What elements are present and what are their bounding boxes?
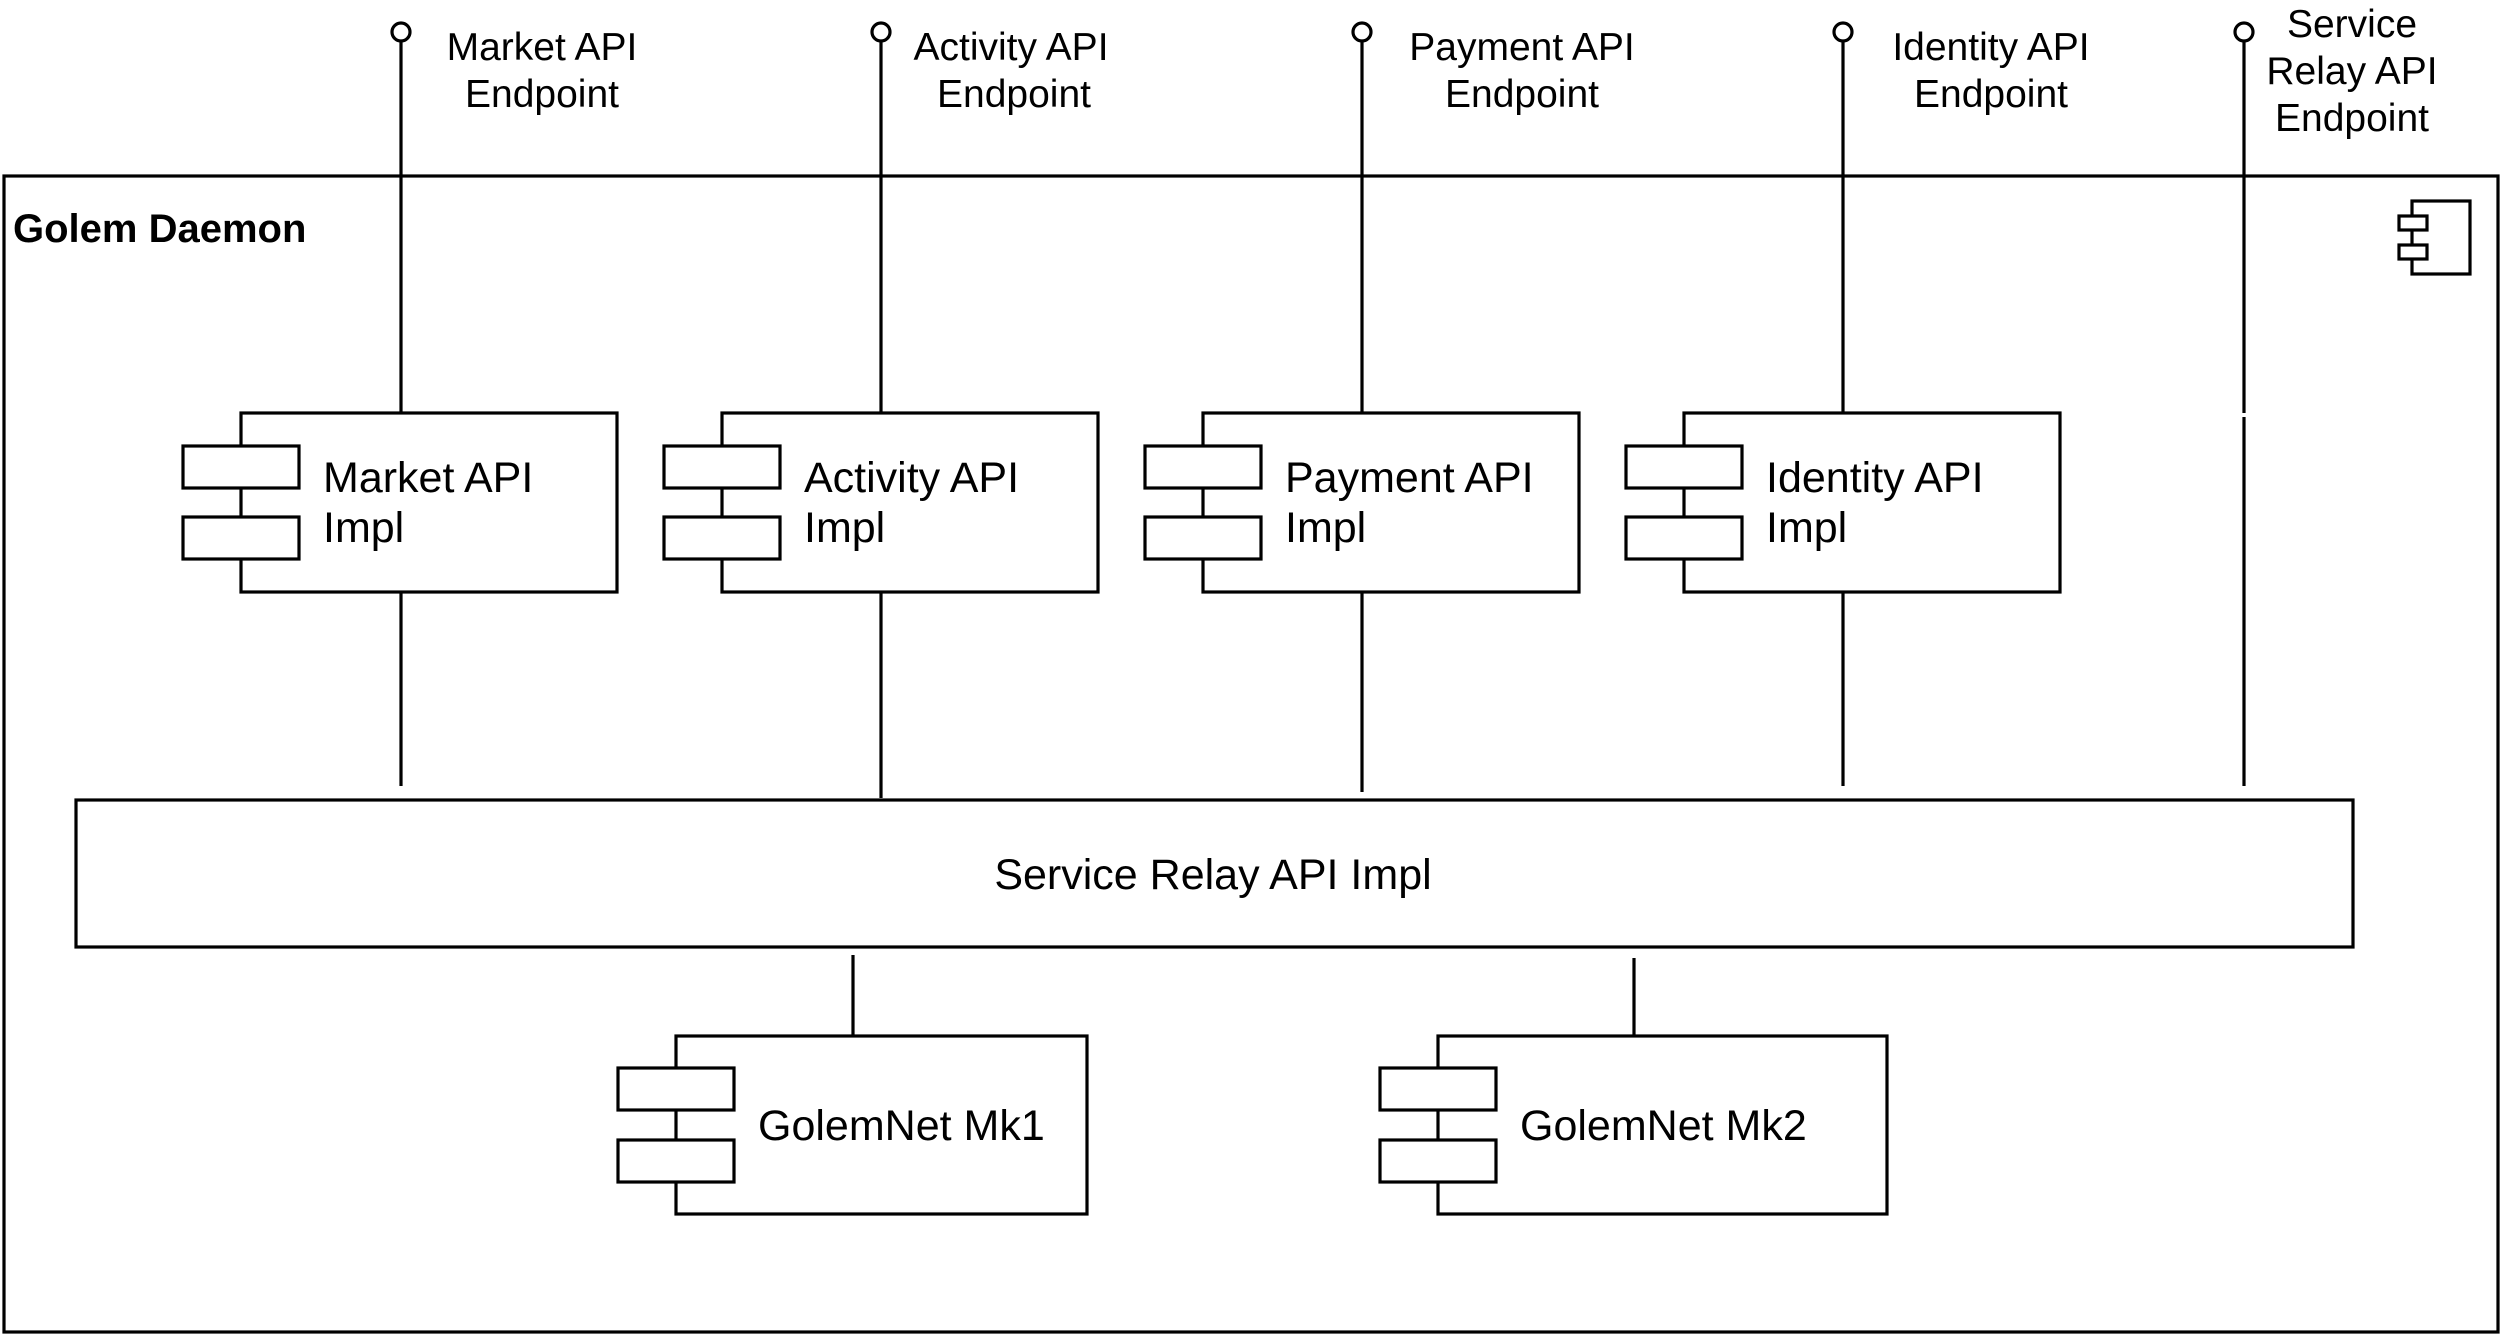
component-identity-api-impl: Identity API Impl	[1624, 411, 2062, 594]
endpoint-market: Market API Endpoint	[390, 21, 638, 413]
svg-text:Impl: Impl	[804, 504, 885, 552]
svg-text:Endpoint: Endpoint	[1445, 73, 1599, 116]
svg-text:Market API: Market API	[447, 26, 638, 69]
svg-text:Endpoint: Endpoint	[465, 73, 619, 116]
golem-daemon-title: Golem Daemon	[13, 207, 306, 251]
svg-text:Payment API: Payment API	[1409, 26, 1634, 69]
svg-text:Payment API: Payment API	[1285, 454, 1534, 502]
svg-text:Activity API: Activity API	[804, 454, 1019, 502]
component-payment-api-impl: Payment API Impl	[1143, 411, 1581, 594]
svg-text:Identity API: Identity API	[1766, 454, 1984, 502]
svg-text:Service: Service	[2287, 3, 2417, 46]
svg-text:Activity API: Activity API	[913, 26, 1108, 69]
service-relay-api-impl: Service Relay API Impl	[74, 798, 2355, 949]
component-golemnet-mk1: GolemNet Mk1	[616, 1034, 1089, 1216]
svg-text:Impl: Impl	[1766, 504, 1847, 552]
uml-component-icon	[2397, 199, 2472, 276]
component-activity-api-impl: Activity API Impl	[662, 411, 1100, 594]
svg-text:Impl: Impl	[323, 504, 404, 552]
component-market-api-impl: Market API Impl	[181, 411, 619, 594]
svg-text:Relay API: Relay API	[2266, 50, 2437, 93]
component-golemnet-mk2: GolemNet Mk2	[1378, 1034, 1889, 1216]
svg-text:Impl: Impl	[1285, 504, 1366, 552]
endpoint-service-relay: Service Relay API Endpoint	[2233, 3, 2438, 786]
svg-text:Identity API: Identity API	[1892, 26, 2089, 69]
svg-text:Endpoint: Endpoint	[2275, 97, 2429, 140]
svg-text:Endpoint: Endpoint	[937, 73, 1091, 116]
golem-daemon-container	[2, 174, 2500, 1334]
svg-text:GolemNet Mk2: GolemNet Mk2	[1520, 1102, 1807, 1150]
endpoint-payment: Payment API Endpoint	[1351, 21, 1635, 413]
endpoint-identity: Identity API Endpoint	[1832, 21, 2090, 413]
endpoint-activity: Activity API Endpoint	[870, 21, 1109, 413]
svg-text:GolemNet Mk1: GolemNet Mk1	[758, 1102, 1045, 1150]
svg-text:Endpoint: Endpoint	[1914, 73, 2068, 116]
svg-text:Service Relay API Impl: Service Relay API Impl	[994, 851, 1431, 899]
svg-text:Market API: Market API	[323, 454, 533, 502]
